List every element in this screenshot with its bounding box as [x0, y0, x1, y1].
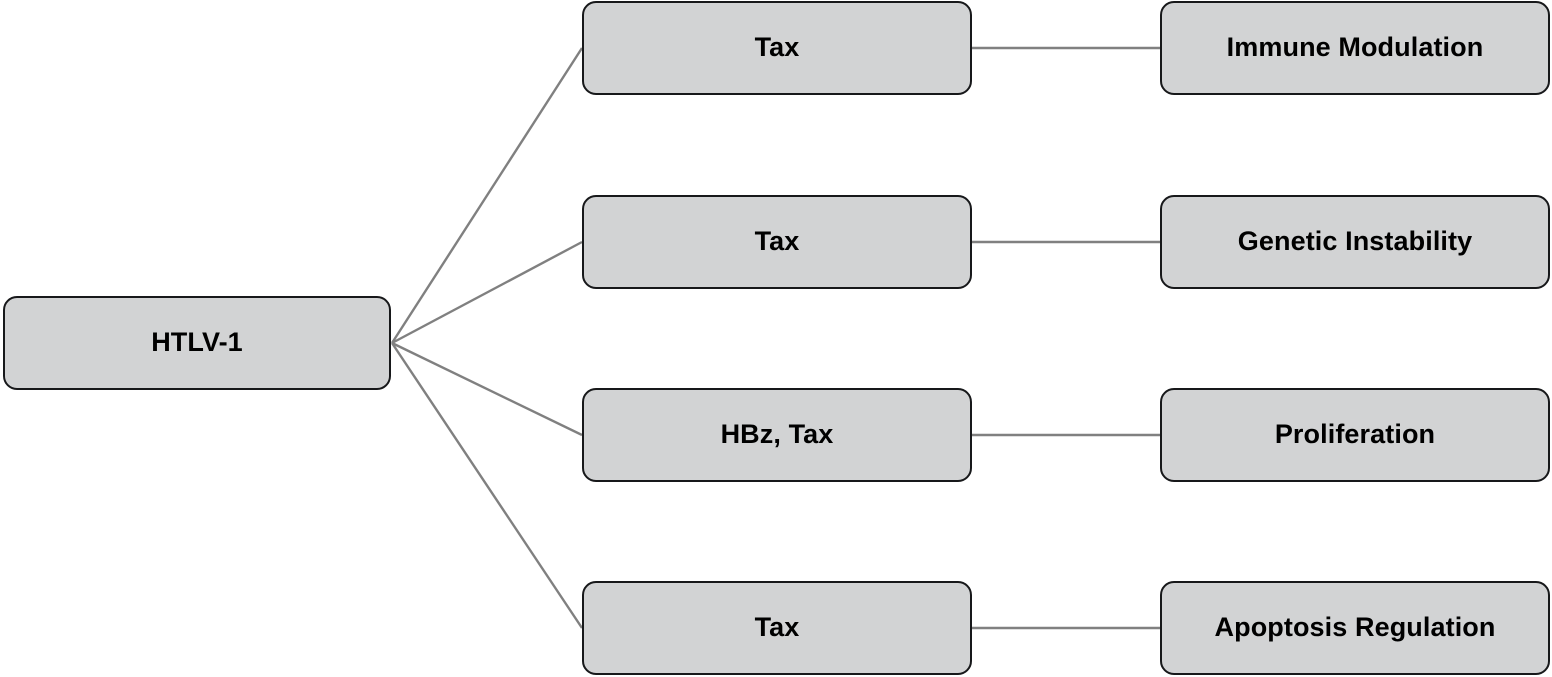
edge-root-to-mid-4 [391, 342, 583, 629]
node-mediator-2-label: Tax [754, 226, 800, 257]
node-mediator-3[interactable]: HBz, Tax [582, 388, 972, 482]
node-mediator-3-label: HBz, Tax [720, 419, 834, 450]
edge-root-to-mid-1 [390, 47, 584, 344]
node-outcome-2[interactable]: Genetic Instability [1160, 195, 1550, 289]
node-outcome-4-label: Apoptosis Regulation [1214, 612, 1496, 643]
node-outcome-3-label: Proliferation [1274, 419, 1436, 450]
node-outcome-1-label: Immune Modulation [1226, 32, 1484, 63]
node-mediator-4-label: Tax [754, 612, 800, 643]
edge-root-to-mid-2 [391, 240, 583, 345]
node-root-htlv1[interactable]: HTLV-1 [3, 296, 391, 390]
edge-root-to-mid-3 [391, 341, 583, 437]
node-mediator-4[interactable]: Tax [582, 581, 972, 675]
node-mediator-1[interactable]: Tax [582, 1, 972, 95]
node-mediator-1-label: Tax [754, 32, 800, 63]
node-outcome-1[interactable]: Immune Modulation [1160, 1, 1550, 95]
node-mediator-2[interactable]: Tax [582, 195, 972, 289]
node-root-label: HTLV-1 [151, 327, 243, 358]
node-outcome-3[interactable]: Proliferation [1160, 388, 1550, 482]
node-outcome-4[interactable]: Apoptosis Regulation [1160, 581, 1550, 675]
node-outcome-2-label: Genetic Instability [1237, 226, 1473, 257]
